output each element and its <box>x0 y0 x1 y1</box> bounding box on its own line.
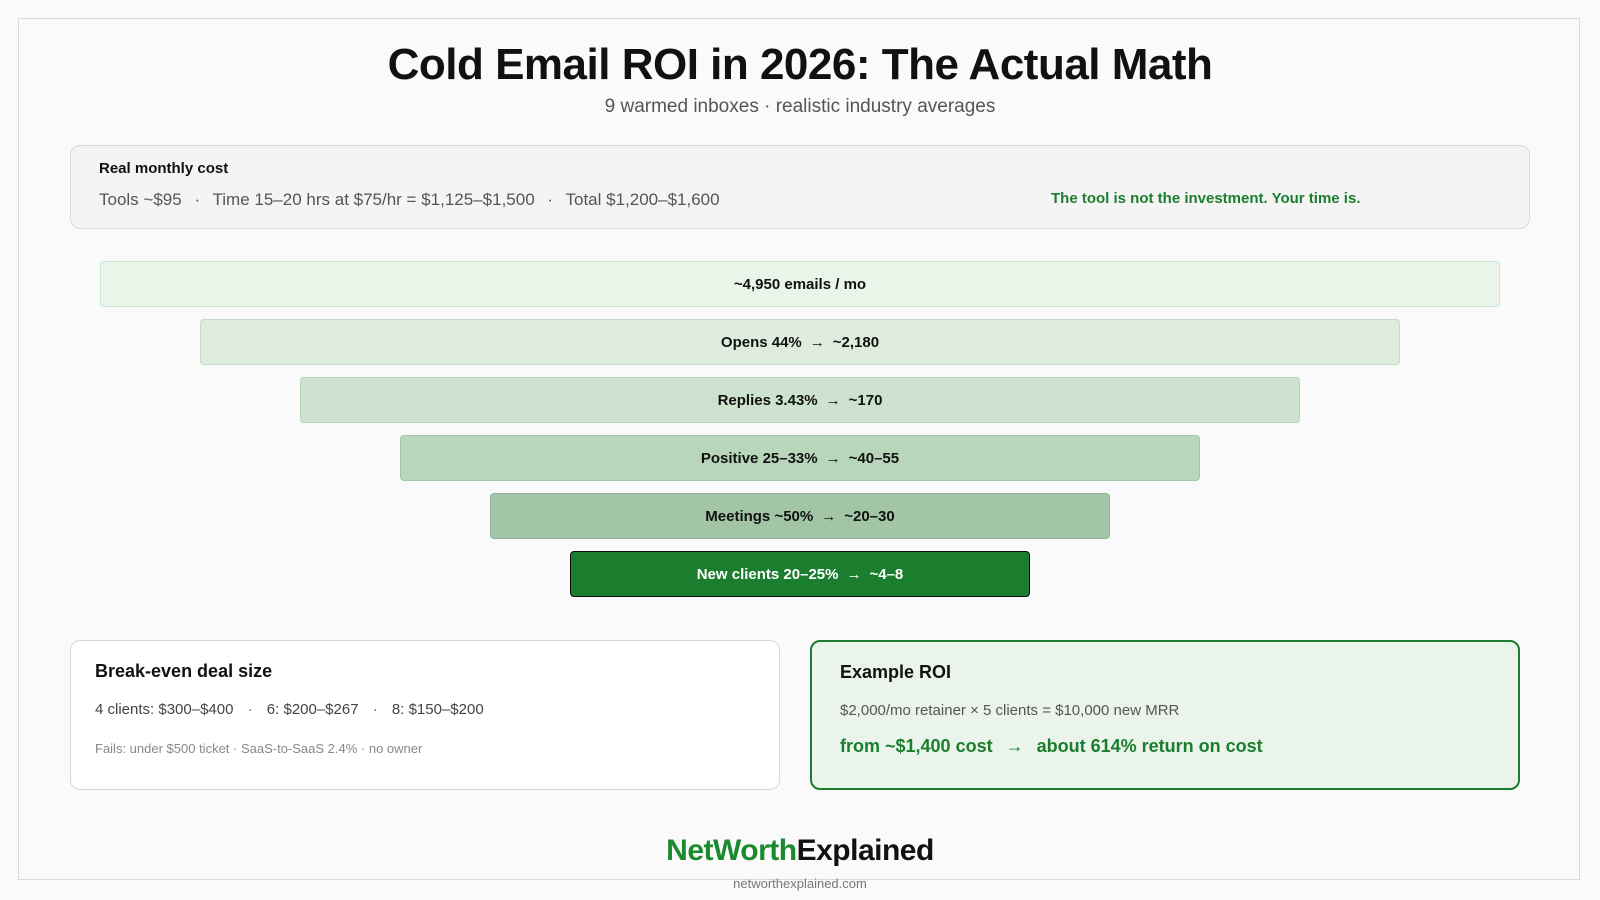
funnel-stage-label: ~4,950 emails / mo <box>733 275 867 293</box>
example-roi-title: Example ROI <box>840 662 952 682</box>
arrow-right-icon: → <box>1005 736 1024 756</box>
break-even-item: 4 clients: $300–$400 <box>95 701 234 718</box>
break-even-card: Break-even deal size 4 clients: $300–$40… <box>70 640 780 790</box>
roi-cost: from ~$1,400 cost <box>840 736 993 756</box>
brand-logo-part2: Explained <box>796 834 935 867</box>
roi-return: about 614% return on cost <box>1036 736 1263 756</box>
funnel-stage-result: ~2,180 <box>832 333 880 351</box>
arrow-right-icon: → <box>809 333 825 351</box>
cost-insight-note: The tool is not the investment. Your tim… <box>1051 190 1361 207</box>
monthly-cost-breakdown: Tools ~$95 · Time 15–20 hrs at $75/hr = … <box>99 190 720 210</box>
example-roi-calculation: $2,000/mo retainer × 5 clients = $10,000… <box>840 702 1180 719</box>
funnel-stage-result: ~4–8 <box>869 565 904 583</box>
funnel-stage-result: ~170 <box>848 391 883 409</box>
example-roi-card: Example ROI $2,000/mo retainer × 5 clien… <box>810 640 1520 790</box>
cost-total: Total $1,200–$1,600 <box>565 190 720 209</box>
break-even-separator: · <box>247 701 253 718</box>
funnel-stage-label: New clients 20–25% <box>696 565 839 583</box>
page-title: Cold Email ROI in 2026: The Actual Math <box>387 40 1213 89</box>
monthly-cost-heading: Real monthly cost <box>99 160 229 177</box>
break-even-title: Break-even deal size <box>95 661 273 681</box>
page-subtitle: 9 warmed inboxes · realistic industry av… <box>604 96 996 117</box>
funnel-stage-label: Positive 25–33% <box>700 449 818 467</box>
monthly-cost-panel: Real monthly cost Tools ~$95 · Time 15–2… <box>70 145 1530 229</box>
funnel-stage-new-clients: New clients 20–25% → ~4–8 <box>570 551 1030 597</box>
brand-url: networthexplained.com <box>733 876 867 891</box>
cost-time: Time 15–20 hrs at $75/hr = $1,125–$1,500 <box>212 190 535 209</box>
break-even-item: 6: $200–$267 <box>266 701 359 718</box>
funnel-stage-result: ~20–30 <box>844 507 895 525</box>
arrow-right-icon: → <box>825 391 841 409</box>
arrow-right-icon: → <box>846 565 862 583</box>
break-even-item: 8: $150–$200 <box>391 701 484 718</box>
brand-logo: NetWorthExplained <box>0 834 1600 868</box>
arrow-right-icon: → <box>821 507 837 525</box>
arrow-right-icon: → <box>825 449 841 467</box>
funnel-stage-positive: Positive 25–33% → ~40–55 <box>400 435 1200 481</box>
break-even-separator: · <box>372 701 378 718</box>
funnel-stage-label: Opens 44% <box>720 333 802 351</box>
break-even-values: 4 clients: $300–$400 · 6: $200–$267 · 8:… <box>95 701 484 718</box>
funnel-stage-label: Meetings ~50% <box>705 507 814 525</box>
funnel-stage-replies: Replies 3.43% → ~170 <box>300 377 1300 423</box>
funnel-stage-emails: ~4,950 emails / mo <box>100 261 1500 307</box>
funnel-stage-label: Replies 3.43% <box>717 391 818 409</box>
funnel-stage-opens: Opens 44% → ~2,180 <box>200 319 1400 365</box>
example-roi-result: from ~$1,400 cost → about 614% return on… <box>840 736 1263 757</box>
cost-tools: Tools ~$95 <box>99 190 182 209</box>
cost-separator: · <box>547 190 554 209</box>
funnel-stage-meetings: Meetings ~50% → ~20–30 <box>490 493 1110 539</box>
brand-logo-part1: NetWorth <box>666 834 797 867</box>
funnel-stage-result: ~40–55 <box>848 449 900 467</box>
cost-separator: · <box>194 190 201 209</box>
break-even-fails-note: Fails: under $500 ticket · SaaS-to-SaaS … <box>95 741 423 756</box>
